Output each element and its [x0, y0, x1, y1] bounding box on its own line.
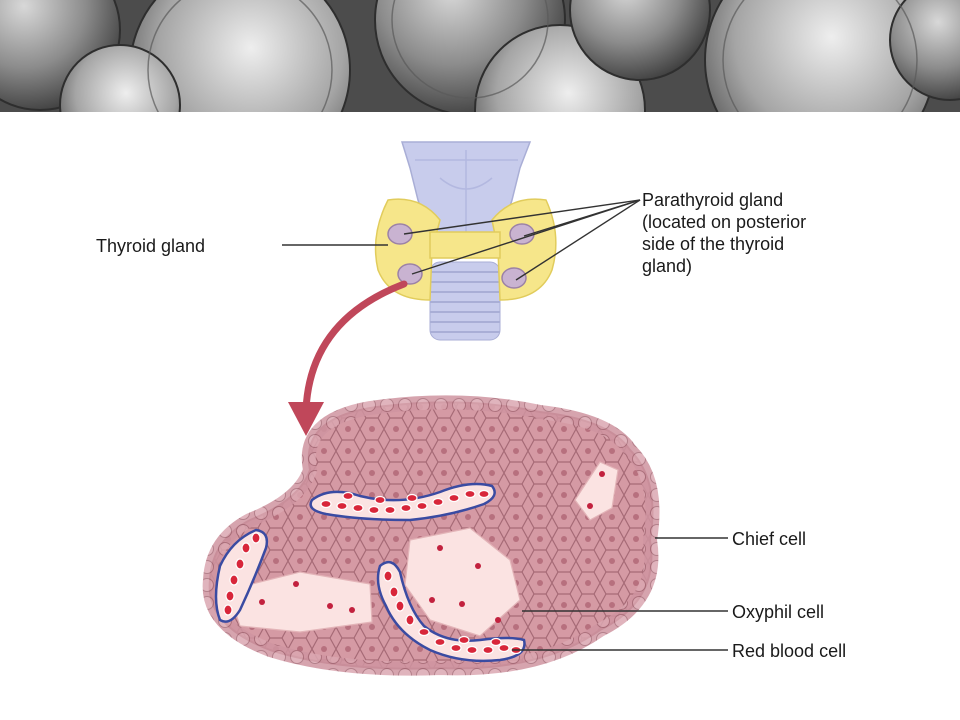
magnify-arrow [302, 280, 408, 414]
coins-banner-image [0, 0, 960, 112]
parathyroid-gland-label-line4: gland) [642, 256, 692, 276]
parathyroid-gland-label-line2: (located on posterior [642, 212, 806, 232]
oxyphil-clusters [227, 461, 619, 637]
trachea [429, 261, 501, 341]
parathyroid-tissue-section [202, 395, 660, 676]
red-blood-cells [223, 489, 522, 655]
parathyroid-glands [387, 223, 535, 289]
leader-lines [282, 199, 728, 651]
chief-cell-label: Chief cell [732, 529, 806, 549]
thyroid-gland-label: Thyroid gland [96, 236, 205, 256]
oxyphil-cell-label: Oxyphil cell [732, 602, 824, 622]
parathyroid-gland-label-line1: Parathyroid gland [642, 190, 783, 210]
red-blood-cell-label: Red blood cell [732, 641, 846, 661]
parathyroid-gland-label-line3: side of the thyroid [642, 234, 784, 254]
parathyroid-diagram: Thyroid gland Parathyroid gland (located… [96, 141, 846, 676]
